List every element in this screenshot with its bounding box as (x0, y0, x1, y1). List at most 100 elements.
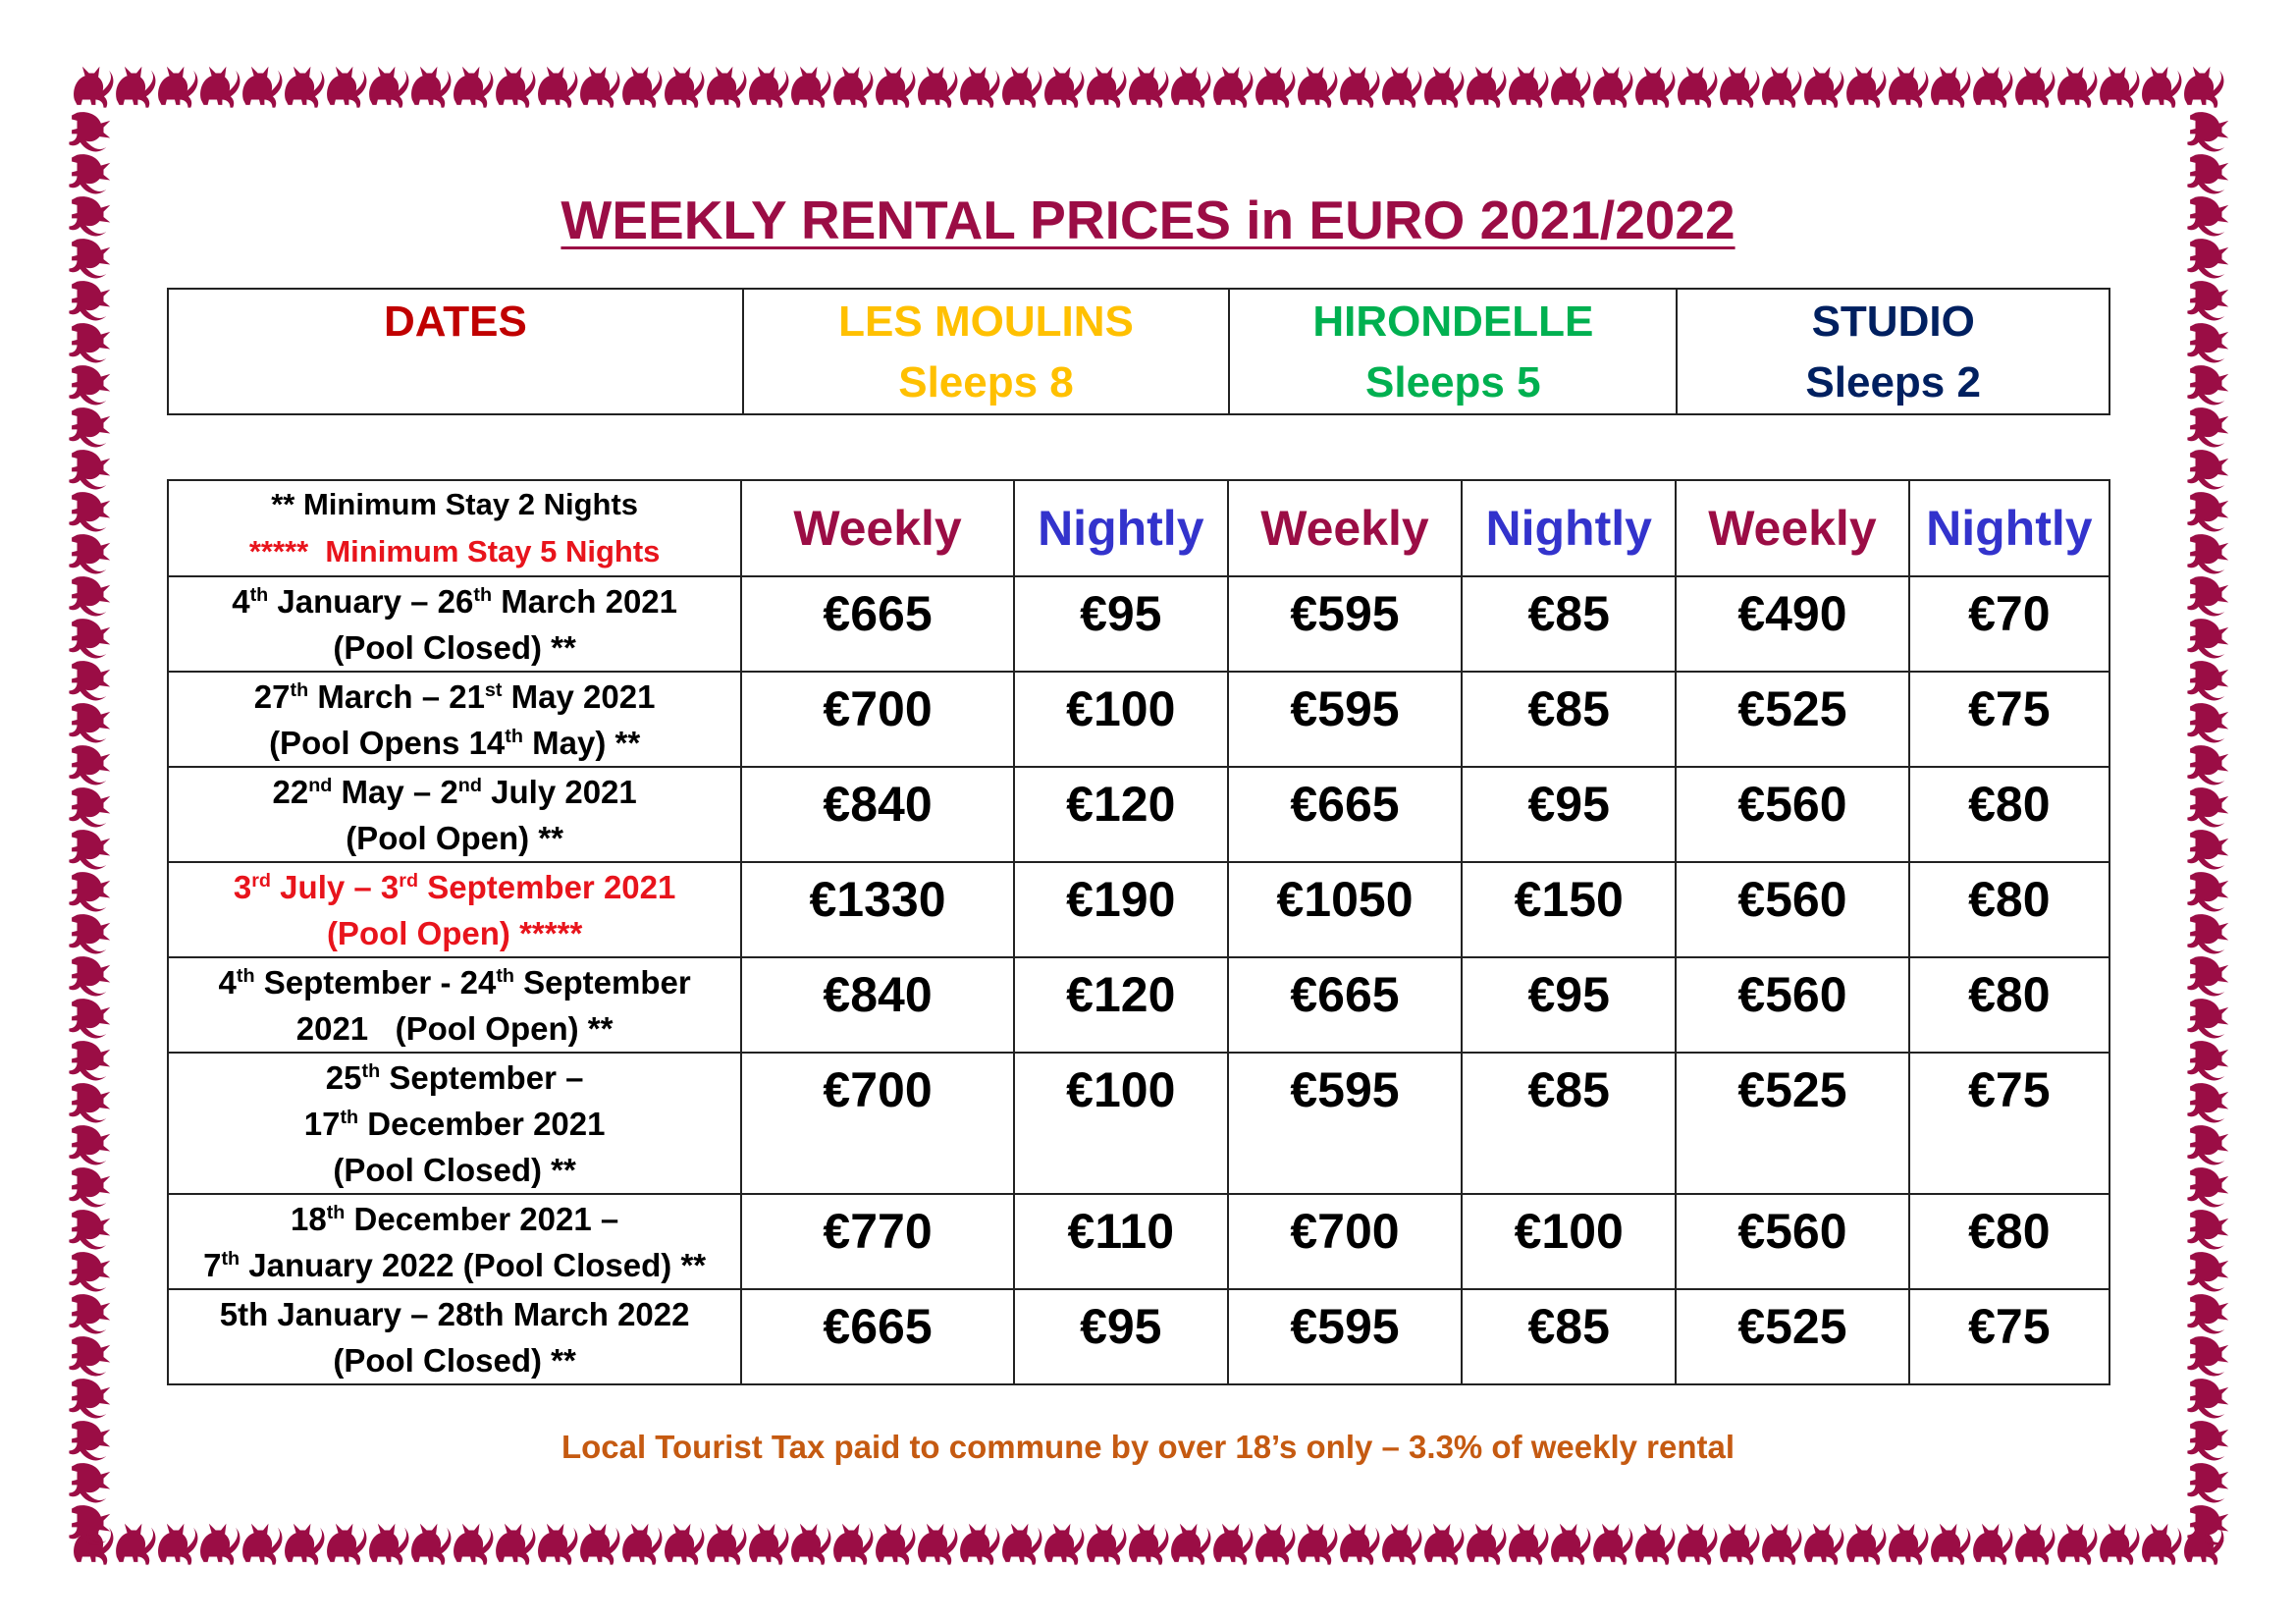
cat-icon (960, 66, 1000, 108)
price-weekly-les-moulins: €665 (740, 1288, 1015, 1385)
cat-icon (69, 281, 111, 321)
cat-icon (1551, 1523, 1591, 1565)
date-range: 18th December 2021 – 7th January 2022 (P… (166, 1193, 743, 1290)
price-weekly-studio: €560 (1675, 956, 1910, 1054)
price-nightly-les-moulins: €120 (1012, 766, 1229, 863)
cat-icon (1424, 1523, 1465, 1565)
hirondelle-name: HIRONDELLE (1312, 298, 1594, 346)
price-weekly-hirondelle: €665 (1226, 766, 1464, 863)
price-nightly-hirondelle: €85 (1461, 671, 1678, 768)
date-range-peak: 3rd July – 3rd September 2021 (Pool Open… (166, 861, 743, 958)
cat-icon (2142, 66, 2182, 108)
min-stay-note-2-nights: ** Minimum Stay 2 Nights (271, 487, 639, 521)
page-title-text: WEEKLY RENTAL PRICES in EURO 2021/2022 (561, 189, 1735, 250)
price-nightly-hirondelle: €85 (1461, 1288, 1678, 1385)
cat-icon (69, 745, 111, 785)
price-weekly-les-moulins: €840 (740, 956, 1015, 1054)
price-weekly-studio: €560 (1675, 861, 1910, 958)
cat-icon (2057, 66, 2098, 108)
price-nightly-studio: €80 (1907, 861, 2111, 958)
price-nightly-studio: €75 (1907, 1288, 2111, 1385)
cat-icon (1720, 66, 1760, 108)
price-nightly-hirondelle: €100 (1461, 1193, 1678, 1290)
cat-icon (2187, 112, 2229, 152)
date-range: 25th September – 17th December 2021 (Poo… (166, 1052, 743, 1195)
price-weekly-les-moulins: €700 (740, 1052, 1015, 1195)
price-nightly-les-moulins: €110 (1012, 1193, 1229, 1290)
price-nightly-les-moulins: €100 (1012, 1052, 1229, 1195)
price-weekly-studio: €525 (1675, 1288, 1910, 1385)
col-weekly-hirondelle: Weekly (1226, 479, 1464, 577)
cat-icon (69, 1505, 111, 1545)
cat-icon (2187, 1210, 2229, 1250)
price-nightly-les-moulins: €190 (1012, 861, 1229, 958)
price-weekly-studio: €525 (1675, 1052, 1910, 1195)
hirondelle-header-cell: HIRONDELLE Sleeps 5 (1228, 288, 1679, 415)
cat-icon (1129, 1523, 1169, 1565)
cat-icon (1424, 66, 1465, 108)
cat-icon (496, 66, 536, 108)
cat-icon (622, 66, 663, 108)
page-title: WEEKLY RENTAL PRICES in EURO 2021/2022 (0, 189, 2296, 251)
tourist-tax-note: Local Tourist Tax paid to commune by ove… (561, 1429, 1735, 1465)
cat-icon (2187, 1336, 2229, 1377)
dates-header-cell: DATES (167, 288, 744, 415)
cat-icon (1255, 66, 1296, 108)
cat-icon (1762, 66, 1802, 108)
price-weekly-hirondelle: €665 (1226, 956, 1464, 1054)
cat-icon (69, 1336, 111, 1377)
cat-icon (116, 1523, 156, 1565)
cat-icon (69, 365, 111, 406)
cat-icon (2187, 619, 2229, 659)
cat-icon (1931, 1523, 1971, 1565)
cat-icon (69, 1167, 111, 1208)
cat-icon (833, 66, 874, 108)
les-moulins-name: LES MOULINS (838, 298, 1134, 346)
cat-icon (1171, 66, 1211, 108)
cat-icon (369, 66, 409, 108)
les-moulins-header-cell: LES MOULINS Sleeps 8 (741, 288, 1231, 415)
cat-icon (69, 1125, 111, 1165)
cat-icon (69, 703, 111, 743)
cat-icon (200, 1523, 240, 1565)
price-weekly-studio: €560 (1675, 1193, 1910, 1290)
price-weekly-hirondelle: €595 (1226, 671, 1464, 768)
prices-table: ** Minimum Stay 2 Nights ***** Minimum S… (166, 479, 2111, 1385)
cat-icon (158, 1523, 198, 1565)
date-range: 22nd May – 2nd July 2021 (Pool Open) ** (166, 766, 743, 863)
price-weekly-les-moulins: €700 (740, 671, 1015, 768)
cat-icon (2187, 1294, 2229, 1334)
table-row: 25th September – 17th December 2021 (Poo… (166, 1052, 2111, 1195)
col-nightly-les-moulins: Nightly (1012, 479, 1229, 577)
price-nightly-les-moulins: €100 (1012, 671, 1229, 768)
cat-icon (1467, 1523, 1507, 1565)
price-weekly-studio: €490 (1675, 575, 1910, 673)
cat-icon (1889, 66, 1929, 108)
cat-icon (1593, 1523, 1633, 1565)
dates-header: DATES (383, 298, 527, 346)
cat-icon (1213, 1523, 1254, 1565)
cat-icon (69, 1379, 111, 1419)
table-row: 18th December 2021 – 7th January 2022 (P… (166, 1193, 2111, 1290)
cat-icon (2187, 1252, 2229, 1292)
cat-icon (1678, 66, 1718, 108)
cat-icon (2187, 1463, 2229, 1503)
cat-icon (285, 1523, 325, 1565)
cat-icon (496, 1523, 536, 1565)
cat-icon (69, 323, 111, 363)
cat-icon (69, 914, 111, 954)
date-range: 4th January – 26th March 2021 (Pool Clos… (166, 575, 743, 673)
price-nightly-hirondelle: €95 (1461, 766, 1678, 863)
cat-icon (369, 1523, 409, 1565)
cat-icon (2187, 1379, 2229, 1419)
cat-icon (1889, 1523, 1929, 1565)
cat-icon (411, 1523, 452, 1565)
cat-icon (1087, 66, 1127, 108)
cat-icon (2142, 1523, 2182, 1565)
cat-icon (1002, 1523, 1042, 1565)
cat-icon (69, 534, 111, 574)
cat-icon (1382, 66, 1422, 108)
cat-icon (749, 1523, 789, 1565)
cat-icon (876, 1523, 916, 1565)
cat-icon (918, 1523, 958, 1565)
